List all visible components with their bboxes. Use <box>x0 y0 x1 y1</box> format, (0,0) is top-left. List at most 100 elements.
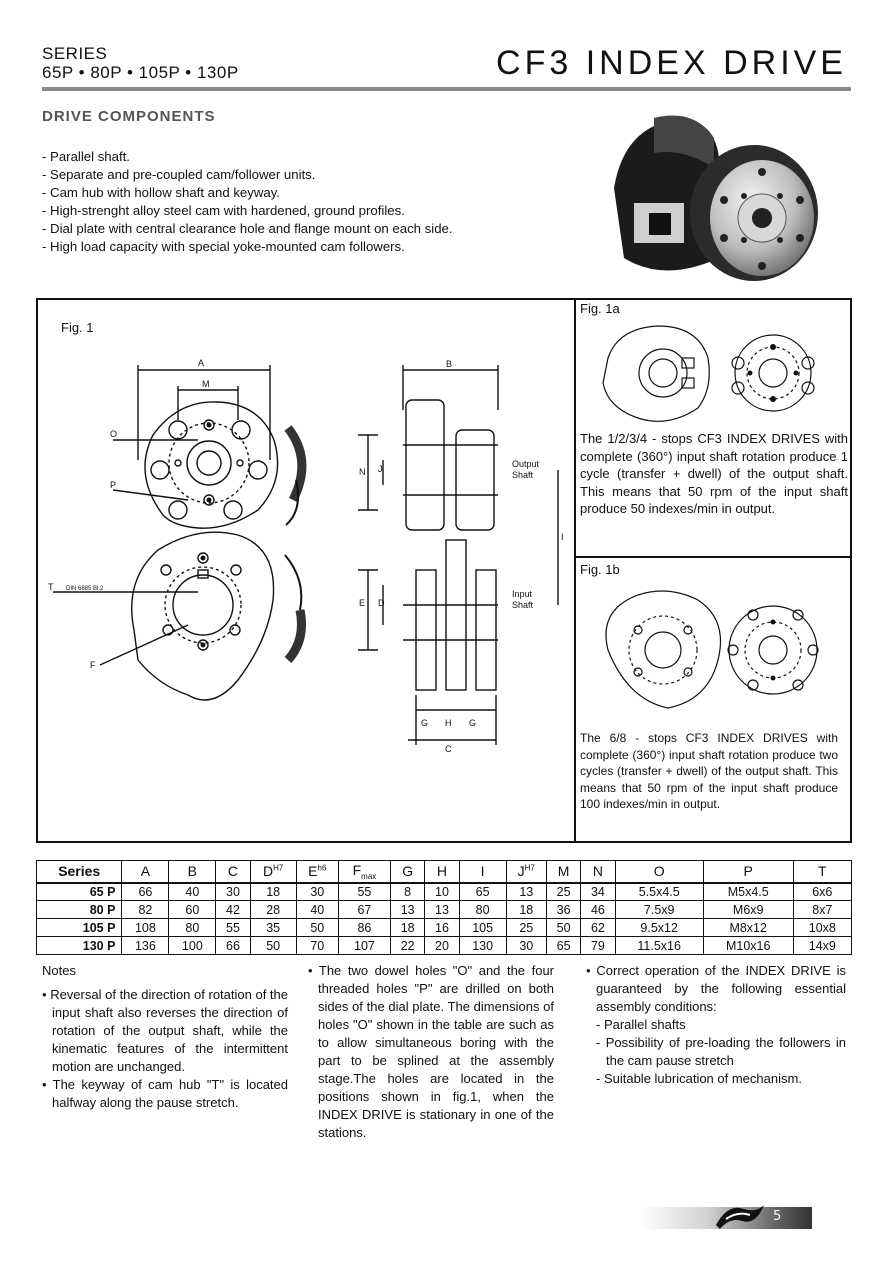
row-header-cell: 130 P <box>35 936 123 955</box>
fig1a-description: The 1/2/3/4 - stops CF3 INDEX DRIVES wit… <box>580 431 848 516</box>
note-subitem: - Possibility of pre-loading the followe… <box>596 1035 846 1068</box>
column-header: P <box>702 860 794 884</box>
table-cell: 105 <box>458 918 507 937</box>
series-label: SERIES <box>42 44 108 63</box>
dimension-table: Series A B C DH7 Eh6 Fmax G H I JH7 M N … <box>35 860 853 955</box>
page-number: 5 <box>773 1209 782 1224</box>
dim-n-label: N <box>359 467 366 477</box>
dim-h-label: H <box>445 718 452 728</box>
section-title: DRIVE COMPONENTS <box>42 108 216 125</box>
table-cell: M10x16 <box>702 936 794 955</box>
table-cell: 82 <box>121 900 170 919</box>
table-cell: 16 <box>424 918 460 937</box>
table-cell: 10x8 <box>792 918 853 937</box>
table-cell: 55 <box>215 918 251 937</box>
table-cell: 5.5x4.5 <box>614 882 704 901</box>
table-cell: 35 <box>249 918 297 937</box>
table-cell: 13 <box>424 900 460 919</box>
table-cell: 10 <box>424 882 460 901</box>
table-cell: 65 <box>458 882 507 901</box>
fig1-label: Fig. 1 <box>61 320 94 335</box>
table-cell: 18 <box>505 900 547 919</box>
dim-p-label: P <box>110 480 116 490</box>
table-cell: 67 <box>337 900 391 919</box>
table-cell: 22 <box>389 936 426 955</box>
table-cell: 136 <box>121 936 170 955</box>
column-header: C <box>215 860 251 884</box>
feature-list: - Parallel shaft. - Separate and pre-cou… <box>42 148 453 256</box>
output-shaft-label: Shaft <box>512 470 534 480</box>
dim-e-label: E <box>359 598 365 608</box>
table-cell: M6x9 <box>702 900 794 919</box>
column-header: Series <box>35 860 123 884</box>
table-cell: 40 <box>295 900 339 919</box>
note-subitem: - Suitable lubrication of mechanism. <box>596 1071 802 1086</box>
table-cell: 70 <box>295 936 339 955</box>
table-cell: 80 <box>168 918 217 937</box>
table-cell: 108 <box>121 918 170 937</box>
column-header: B <box>168 860 217 884</box>
figure-panel: Fig. 1 Fig. 1a Fig. 1b <box>36 298 852 843</box>
dim-m-label: M <box>202 379 210 389</box>
table-cell: 8x7 <box>792 900 853 919</box>
output-shaft-label: Output <box>512 459 540 469</box>
table-cell: 130 <box>458 936 507 955</box>
table-cell: 6x6 <box>792 882 853 901</box>
table-cell: 40 <box>168 882 217 901</box>
dim-a-label: A <box>198 358 204 368</box>
feature-item: - High load capacity with special yoke-m… <box>42 239 405 254</box>
feature-item: - Parallel shaft. <box>42 149 130 164</box>
note-item: • Correct operation of the INDEX DRIVE i… <box>586 963 846 1014</box>
fig1b-drawing <box>605 590 819 709</box>
product-photo <box>614 115 818 281</box>
table-cell: 18 <box>249 882 297 901</box>
table-cell: 25 <box>545 882 582 901</box>
table-cell: 11.5x16 <box>614 936 704 955</box>
column-header: DH7 <box>249 860 297 884</box>
column-header: I <box>458 860 507 884</box>
notes-column-3: • Correct operation of the INDEX DRIVE i… <box>586 962 846 1088</box>
table-cell: M5x4.5 <box>702 882 794 901</box>
column-header: M <box>545 860 582 884</box>
table-cell: 62 <box>580 918 616 937</box>
dim-f-label: F <box>90 660 96 670</box>
note-item: • Reversal of the direction of rotation … <box>42 987 289 1074</box>
table-cell: 20 <box>424 936 460 955</box>
brand-logo-icon <box>716 1205 764 1229</box>
table-cell: 9.5x12 <box>614 918 704 937</box>
row-header-cell: 105 P <box>35 918 123 937</box>
divider <box>576 556 852 558</box>
dim-i-label: I <box>561 532 564 542</box>
table-cell: 28 <box>249 900 297 919</box>
page-title: CF3 INDEX DRIVE <box>496 44 847 82</box>
table-cell: 107 <box>337 936 391 955</box>
notes-title: Notes <box>42 963 76 978</box>
dim-g2-label: G <box>469 718 476 728</box>
note-item: • The keyway of cam hub "T" is located h… <box>42 1077 288 1110</box>
note-item: • The two dowel holes "O" and the four t… <box>308 963 554 1140</box>
fig1-drawing: A M O P T DIN 6885 Bl.2 F B N J I E D G … <box>48 358 564 754</box>
table-cell: 66 <box>121 882 170 901</box>
table-cell: 65 <box>545 936 582 955</box>
notes-column-2: • The two dowel holes "O" and the four t… <box>308 962 554 1142</box>
feature-item: - Cam hub with hollow shaft and keyway. <box>42 185 280 200</box>
row-header-cell: 65 P <box>35 882 123 901</box>
table-header-row: Series A B C DH7 Eh6 Fmax G H I JH7 M N … <box>35 860 853 884</box>
title-rule <box>42 87 851 91</box>
table-cell: 36 <box>545 900 582 919</box>
table-cell: 30 <box>215 882 251 901</box>
row-header-cell: 80 P <box>35 900 123 919</box>
divider <box>574 300 576 841</box>
fig1a-drawing <box>602 325 815 422</box>
table-cell: 50 <box>545 918 582 937</box>
table-cell: 80 <box>458 900 507 919</box>
dim-t-label: T <box>48 582 54 592</box>
column-header: JH7 <box>505 860 547 884</box>
table-cell: 14x9 <box>792 936 853 955</box>
input-shaft-label: Shaft <box>512 600 534 610</box>
column-header: Eh6 <box>295 860 339 884</box>
